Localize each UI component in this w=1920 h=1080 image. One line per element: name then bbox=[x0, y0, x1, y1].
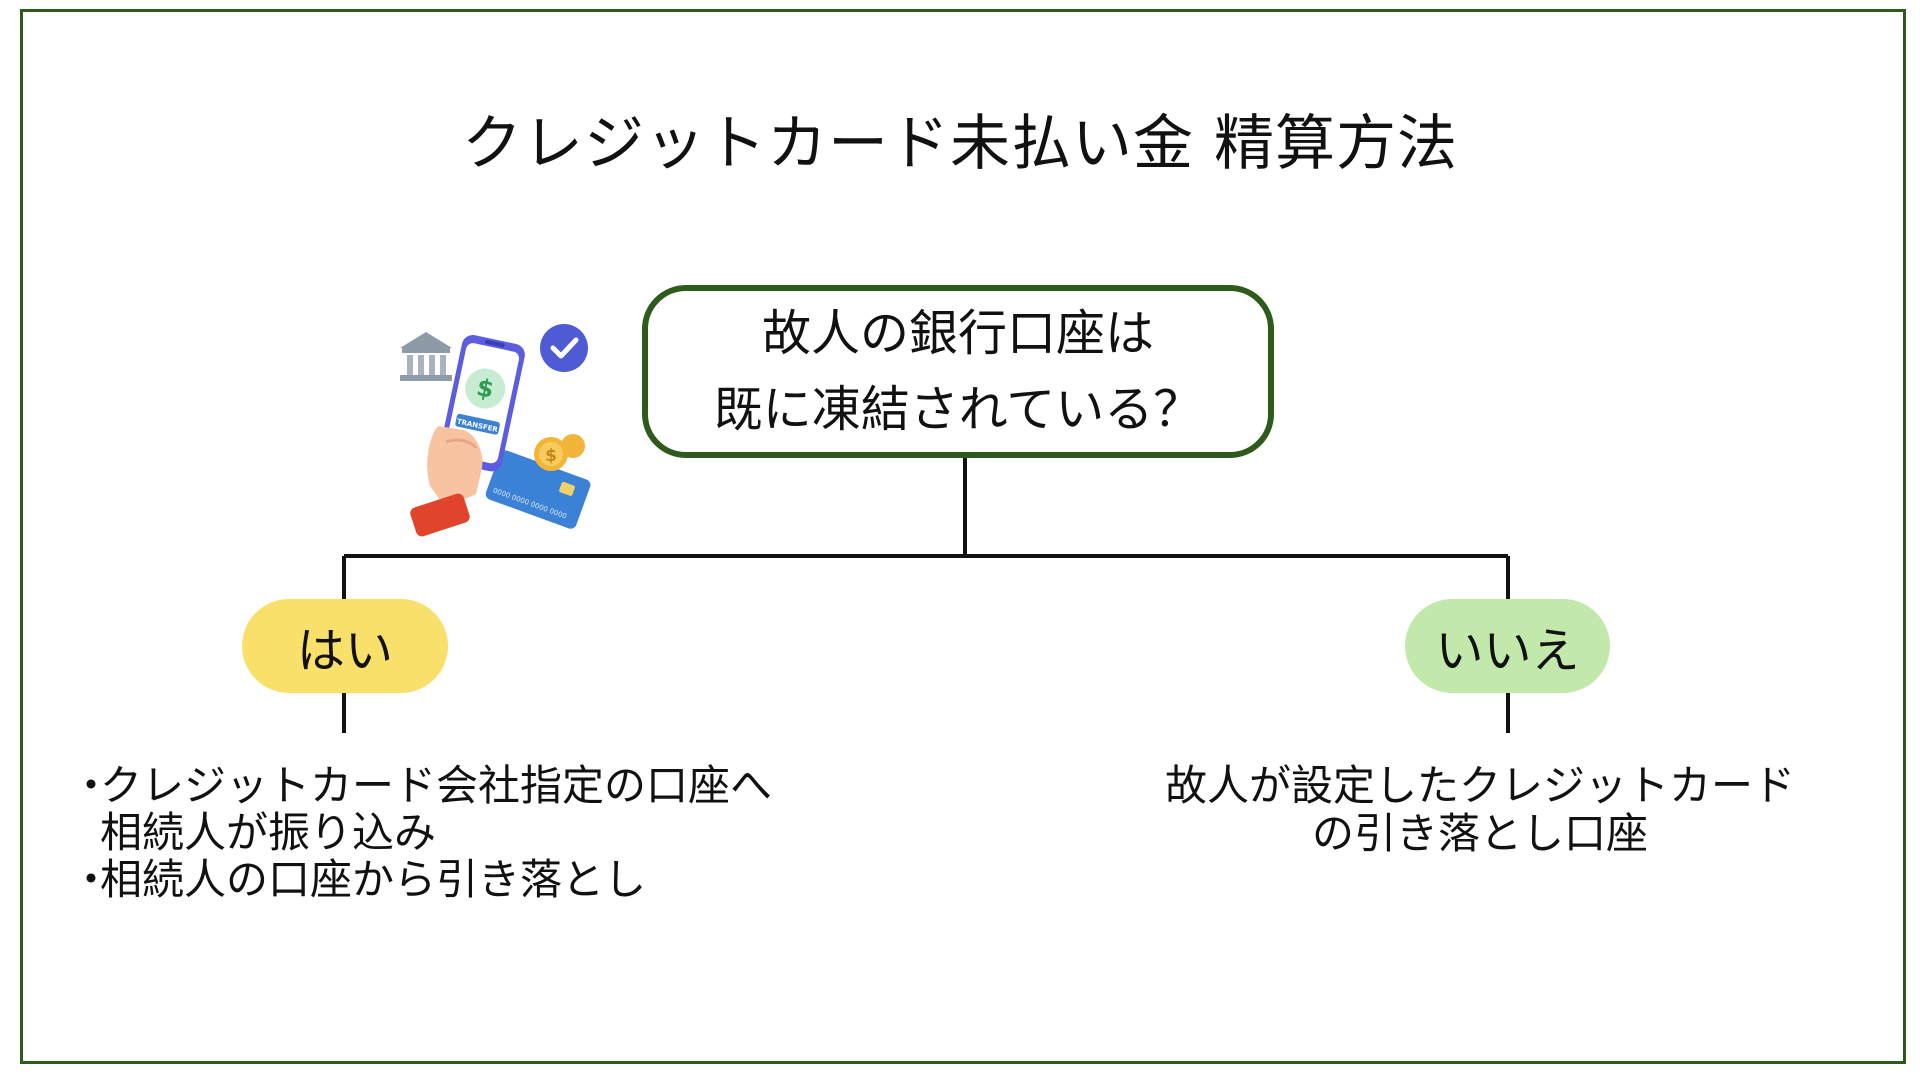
question-line-2: 既に凍結されている？ bbox=[713, 380, 1203, 438]
no-answer-text: 故人が設定したクレジットカード の引き落とし口座 bbox=[1100, 762, 1860, 858]
payment-illustration: 0000 0000 0000 0000 $ TRANSFER $ bbox=[400, 324, 591, 537]
bank-icon bbox=[400, 332, 452, 381]
list-item: ・ クレジットカード会社指定の口座へ 相続人が振り込み bbox=[70, 762, 772, 856]
diagram-frame bbox=[20, 9, 1906, 1064]
question-box: 故人の銀行口座は 既に凍結されている？ bbox=[642, 285, 1274, 458]
hand-icon bbox=[410, 426, 483, 537]
no-answer-line-2: の引き落とし口座 bbox=[1311, 809, 1648, 858]
list-item: ・ 相続人の口座から引き落とし bbox=[70, 856, 772, 903]
coins-icon: $ bbox=[534, 434, 585, 471]
yes-answer-list: ・ クレジットカード会社指定の口座へ 相続人が振り込み ・ 相続人の口座から引き… bbox=[70, 762, 772, 903]
no-answer-line-1: 故人が設定したクレジットカード bbox=[1164, 761, 1795, 810]
yes-badge: はい bbox=[242, 599, 448, 693]
question-line-1: 故人の銀行口座は bbox=[761, 304, 1154, 362]
svg-text:$: $ bbox=[545, 446, 557, 466]
svg-text:$: $ bbox=[474, 373, 496, 404]
bullet: ・ bbox=[70, 855, 113, 904]
list-item-line-2: 相続人が振り込み bbox=[100, 808, 437, 857]
bullet: ・ bbox=[70, 761, 113, 810]
list-item-line-1: 相続人の口座から引き落とし bbox=[100, 855, 647, 904]
diagram-title: クレジットカード未払い金 精算方法 bbox=[461, 109, 1459, 179]
no-badge: いいえ bbox=[1405, 599, 1610, 693]
list-item-line-1: クレジットカード会社指定の口座へ bbox=[100, 761, 773, 810]
check-badge-icon bbox=[540, 324, 588, 372]
